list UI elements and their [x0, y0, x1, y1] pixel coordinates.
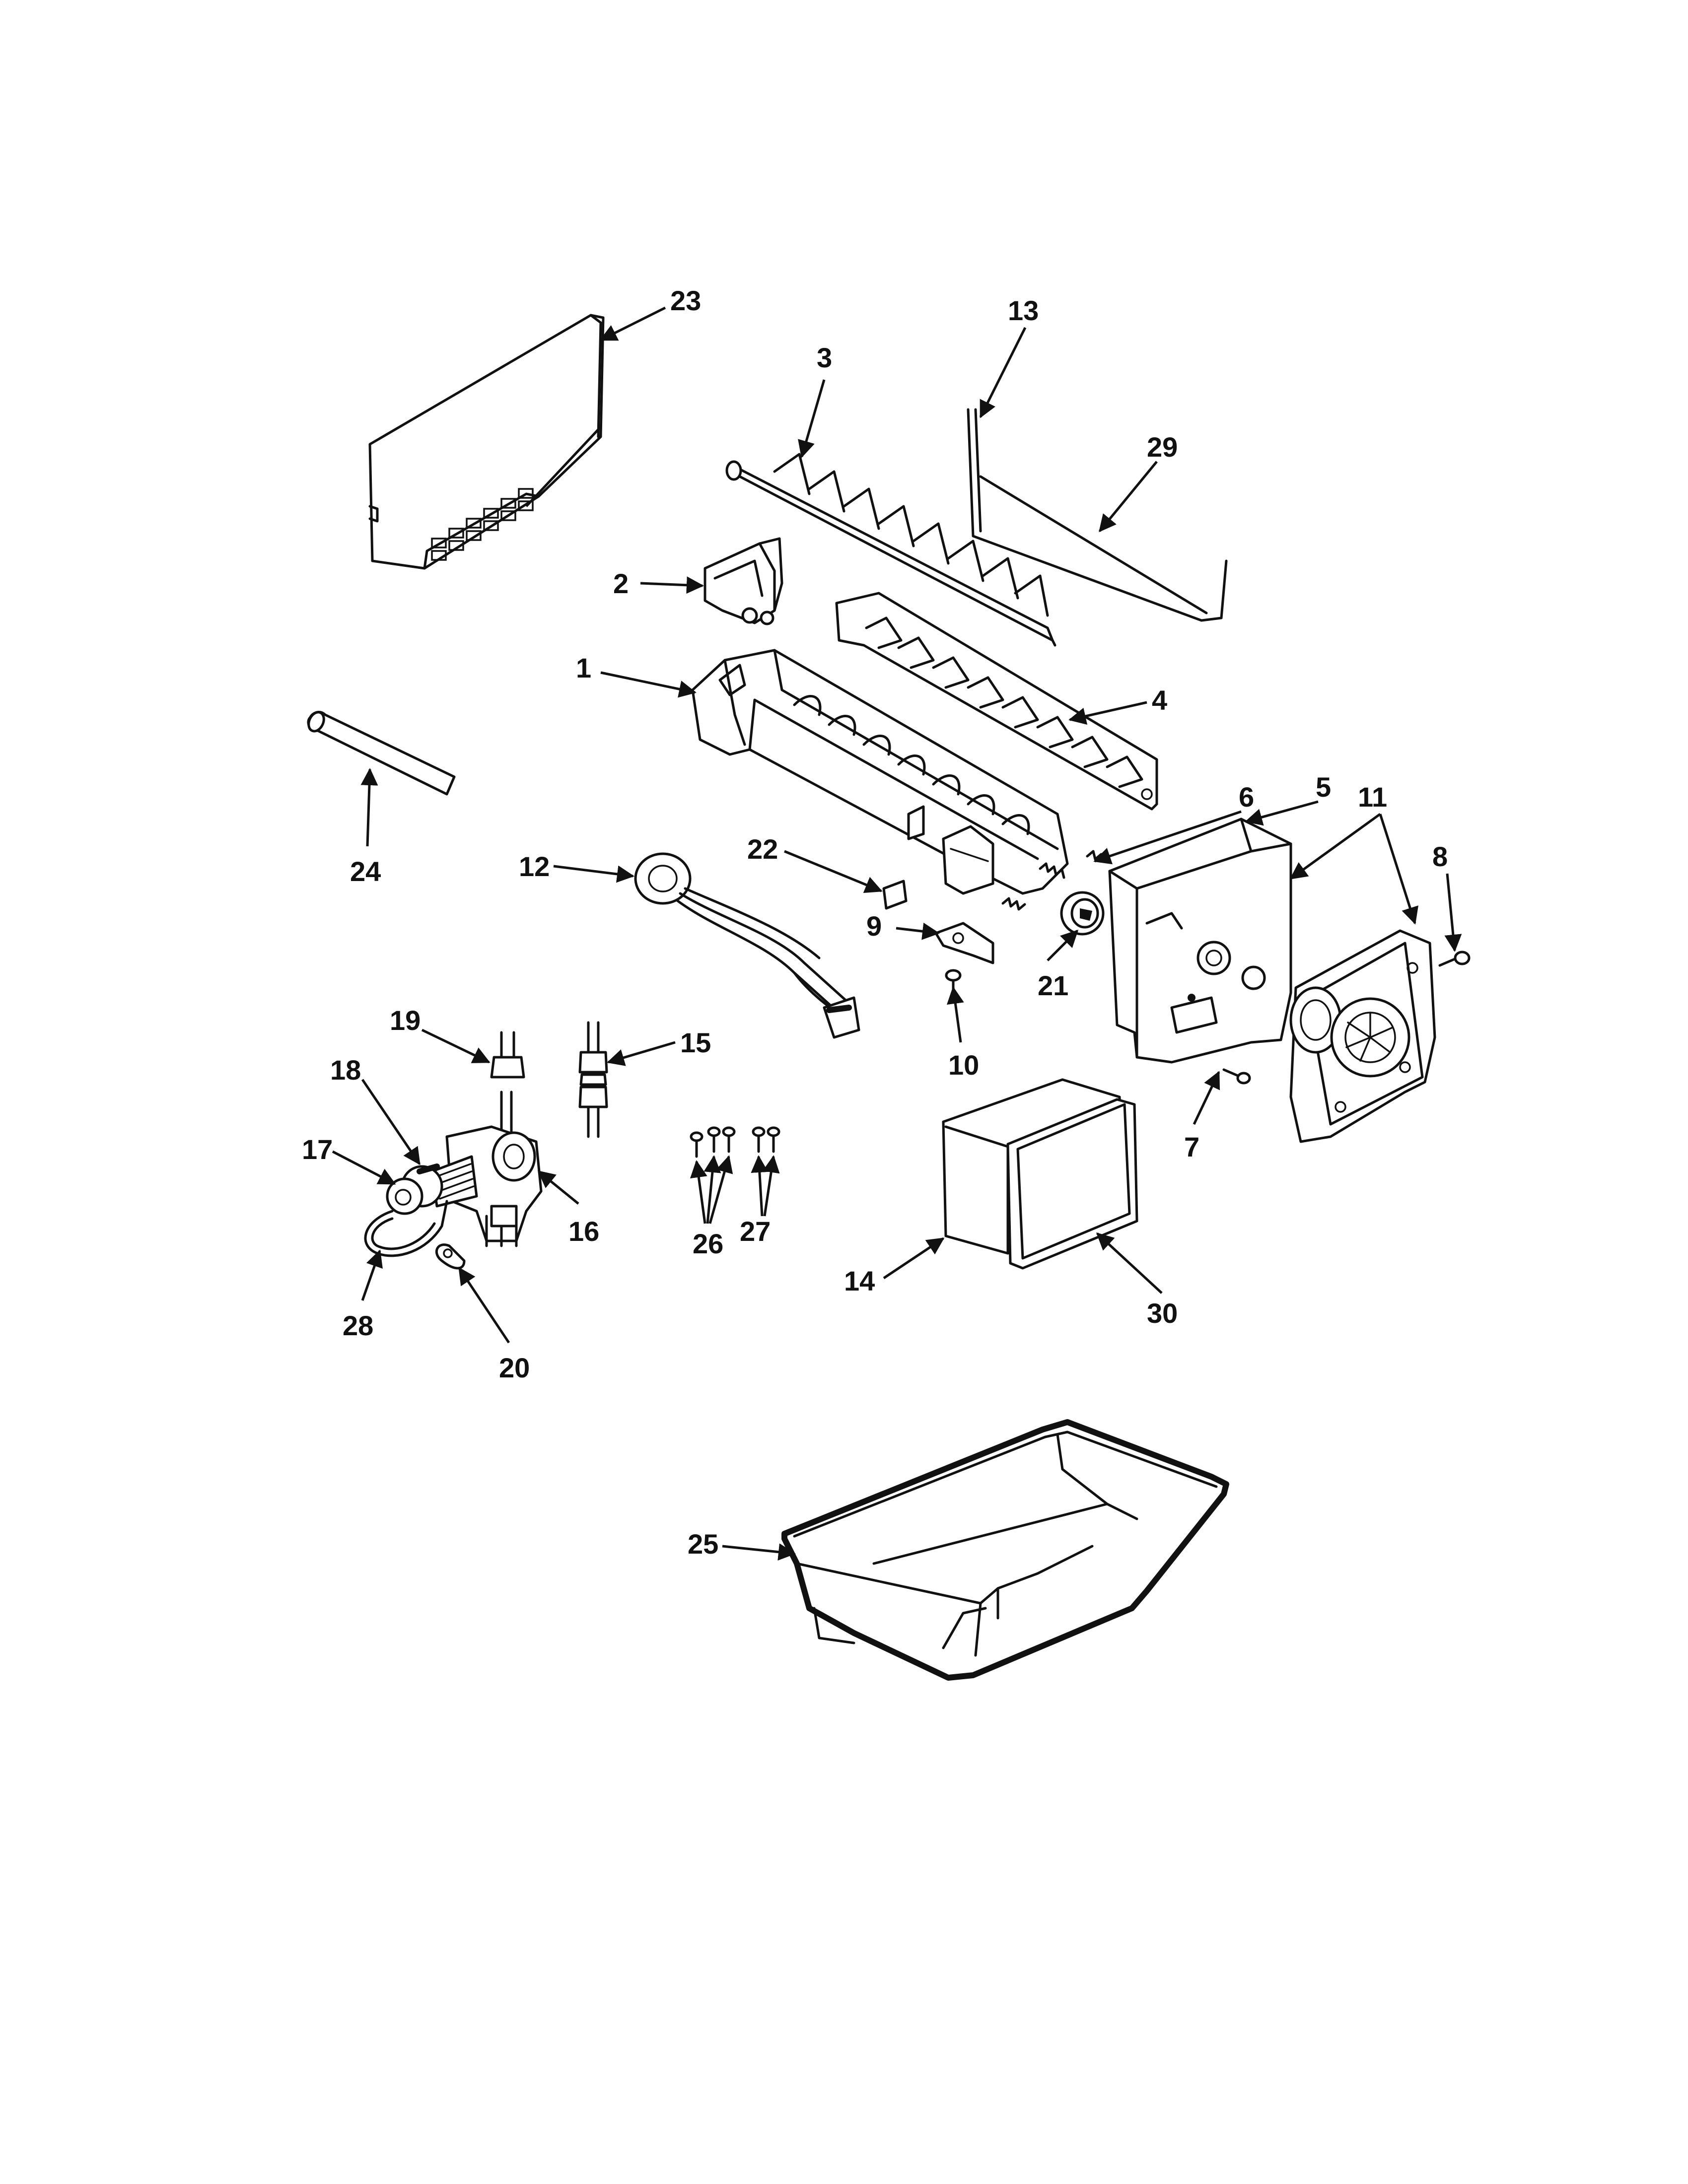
callout-25: 25	[688, 1528, 718, 1560]
callout-21: 21	[1038, 970, 1068, 1001]
part-21-cam-drawing	[1060, 891, 1105, 936]
callout-12: 12	[519, 851, 550, 882]
callout-14: 14	[844, 1265, 875, 1297]
part-20-clamp-drawing	[435, 1243, 466, 1270]
leader-26b	[703, 1155, 721, 1224]
leader-6	[1093, 810, 1242, 865]
callout-9: 9	[866, 910, 882, 942]
leader-30	[1096, 1232, 1163, 1294]
leader-24	[360, 768, 378, 847]
part-15-coupling-drawing	[578, 1021, 608, 1138]
callout-10: 10	[948, 1049, 979, 1081]
leader-26c	[708, 1155, 733, 1224]
leader-26a	[690, 1160, 707, 1224]
leader-23b	[525, 426, 602, 507]
callout-7: 7	[1184, 1131, 1199, 1162]
callout-20: 20	[499, 1352, 530, 1383]
part-9-10-bracket-drawing	[934, 922, 994, 999]
callout-24: 24	[350, 856, 381, 887]
callout-2: 2	[613, 568, 629, 599]
part-17-18-fitting-drawing	[386, 1163, 443, 1215]
part-23-cover-drawing	[368, 314, 605, 570]
callout-16: 16	[568, 1216, 599, 1247]
callout-22: 22	[747, 833, 778, 865]
leader-9	[896, 922, 940, 940]
leader-29	[1099, 461, 1158, 533]
callout-4: 4	[1152, 684, 1167, 716]
leader-25	[722, 1543, 796, 1561]
leader-2	[640, 576, 704, 594]
leader-7	[1193, 1071, 1220, 1125]
part-3-ejector-drawing	[725, 453, 1056, 647]
leader-13	[979, 327, 1027, 418]
leader-22	[784, 850, 883, 893]
leader-11b	[1379, 814, 1418, 925]
part-8-screw-drawing	[1438, 951, 1471, 967]
leader-15	[607, 1041, 676, 1066]
part-1-mold-drawing	[691, 649, 1069, 895]
callout-30: 30	[1147, 1297, 1178, 1329]
leader-1	[600, 671, 697, 698]
part-19-nut-drawing	[490, 1031, 525, 1079]
leader-28	[361, 1249, 383, 1301]
callout-5: 5	[1316, 771, 1331, 803]
callout-1: 1	[576, 652, 591, 683]
callout-8: 8	[1432, 841, 1448, 872]
leader-27a	[751, 1155, 769, 1217]
callout-26: 26	[693, 1228, 723, 1259]
part-13-29-shutoff-arm-drawing	[967, 408, 1228, 622]
leader-27b	[762, 1155, 780, 1217]
leader-14	[883, 1237, 945, 1280]
leader-10	[946, 986, 964, 1043]
leader-lines	[332, 306, 1462, 1561]
callout-18: 18	[330, 1054, 361, 1086]
part-7-screw-drawing	[1222, 1068, 1251, 1085]
part-30-insulation-drawing	[1006, 1098, 1138, 1270]
part-2-bracket-drawing	[703, 537, 783, 625]
leader-20	[458, 1267, 510, 1344]
leader-18	[361, 1079, 421, 1165]
leader-5	[1245, 800, 1319, 826]
part-12-harness-drawing	[634, 852, 860, 1039]
part-4-stripper-drawing	[835, 592, 1158, 811]
part-26-27-screws-drawing	[690, 1126, 780, 1158]
leader-8	[1444, 873, 1462, 952]
part-25-ice-bin-drawing	[781, 1419, 1229, 1681]
part-24-fill-tube-drawing	[307, 711, 456, 796]
callout-23: 23	[670, 285, 701, 316]
callout-19: 19	[390, 1005, 421, 1036]
leader-12	[553, 865, 634, 883]
part-5-housing-drawing	[1108, 818, 1292, 1064]
callout-28: 28	[343, 1310, 373, 1341]
callout-13: 13	[1008, 295, 1039, 326]
callout-15: 15	[680, 1027, 711, 1058]
leader-16	[537, 1170, 579, 1205]
part-22-clip-drawing	[882, 880, 908, 910]
leader-11a	[1289, 813, 1381, 880]
leader-19	[421, 1028, 491, 1064]
leader-3	[798, 379, 826, 458]
leader-21	[1047, 929, 1079, 961]
callout-17: 17	[302, 1134, 333, 1165]
callout-labels: 23 3 13 29 2 1 4 6 5 11 8 24 12 22 9 21 …	[302, 285, 1448, 1560]
part-16-water-valve-drawing	[430, 1091, 543, 1247]
part-11-control-plate-drawing	[1289, 929, 1436, 1143]
leader-4	[1068, 701, 1147, 725]
callout-29: 29	[1147, 431, 1178, 463]
leader-23	[599, 306, 666, 341]
callout-3: 3	[817, 342, 832, 373]
callout-6: 6	[1239, 781, 1254, 813]
leader-17	[332, 1150, 396, 1185]
callout-27: 27	[740, 1216, 771, 1247]
callout-11: 11	[1358, 781, 1387, 813]
